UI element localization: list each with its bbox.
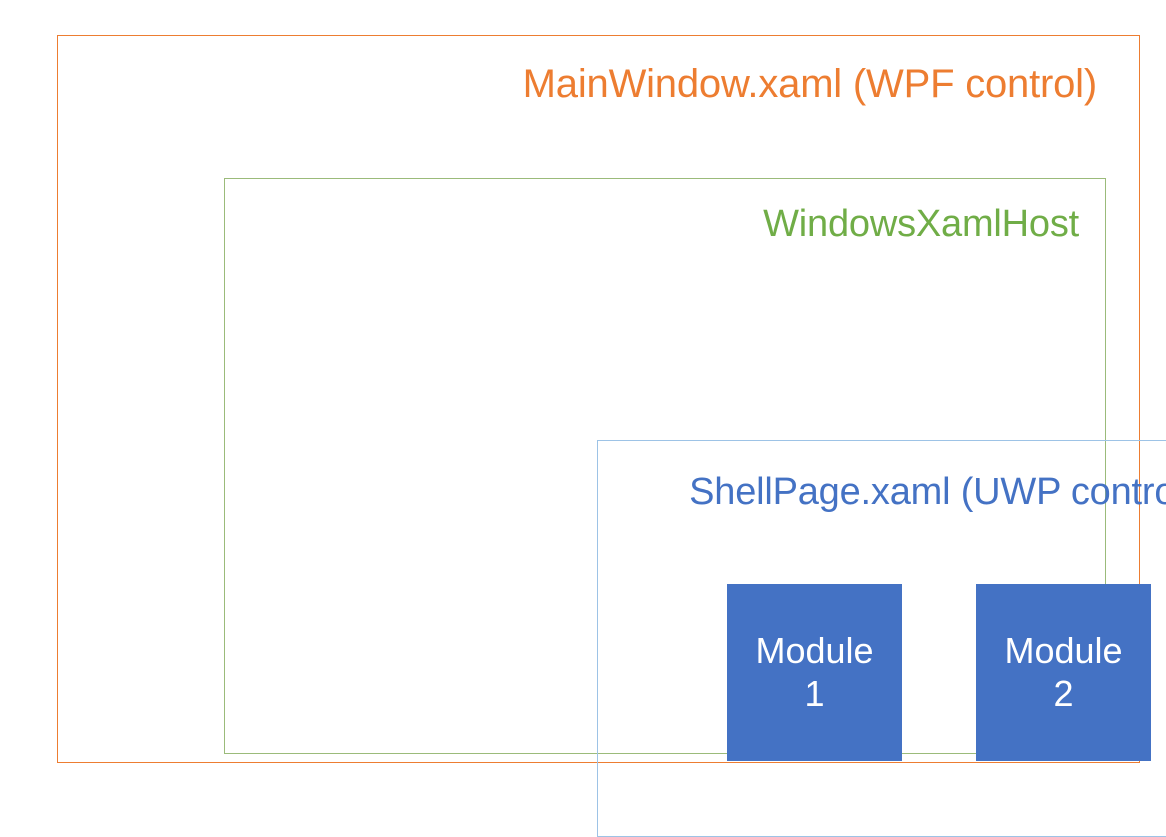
module-box-1-label-line2: 1 [804,672,825,714]
module-box-2-label-line2: 2 [1053,672,1074,714]
diagram-canvas: MainWindow.xaml (WPF control) WindowsXam… [57,35,1166,837]
layer-windowsxamlhost-label: WindowsXamlHost [763,203,1079,245]
module-box-1: Module 1 [727,584,902,761]
layer-mainwindow-wpf: MainWindow.xaml (WPF control) WindowsXam… [57,35,1166,837]
module-box-2-label-line1: Module [1004,630,1123,672]
layer-mainwindow-wpf-label: MainWindow.xaml (WPF control) [522,62,1098,106]
layer-shellpage-uwp-label: ShellPage.xaml (UWP control) [689,471,1166,513]
module-box-2: Module 2 [976,584,1151,761]
layer-windowsxamlhost: WindowsXamlHost ShellPage.xaml (UWP cont… [224,178,1166,837]
module-box-1-label-line1: Module [755,630,874,672]
layer-shellpage-uwp: ShellPage.xaml (UWP control) Module 1 Mo… [597,440,1166,837]
